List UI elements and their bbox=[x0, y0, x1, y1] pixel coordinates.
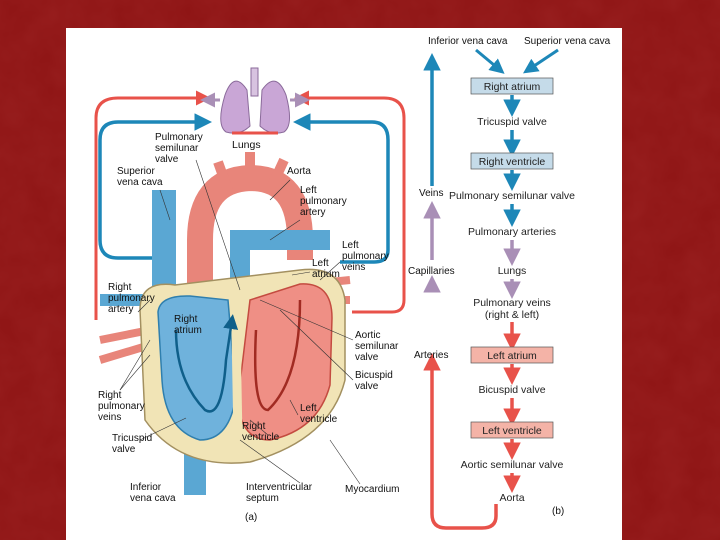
label-inferior-vena-cava: Inferior vena cava bbox=[130, 482, 176, 504]
label-right-pulmonary-artery: Right pulmonary artery bbox=[108, 282, 157, 315]
systemic-loop-left-blue bbox=[98, 113, 212, 260]
label-lungs: Lungs bbox=[232, 139, 261, 151]
label-interventricular-septum: Interventricular septum bbox=[246, 482, 315, 504]
systemic-loop-right-blue bbox=[293, 113, 390, 264]
flow-box-left-atrium bbox=[470, 346, 554, 364]
flow-box-right-ventricle bbox=[470, 152, 554, 170]
flow-step-aortic-semilunar-valve: Aortic semilunar valve bbox=[461, 459, 564, 471]
label-left-pulmonary-artery: Left pulmonary artery bbox=[300, 185, 349, 218]
panel-a bbox=[94, 67, 406, 495]
flow-step-bicuspid-valve: Bicuspid valve bbox=[478, 384, 545, 396]
interventricular-septum bbox=[231, 329, 243, 441]
systemic-loop-top-left-red bbox=[94, 90, 211, 320]
left-heart-chambers bbox=[237, 283, 333, 441]
label-tricuspid-valve: Tricuspid valve bbox=[112, 433, 155, 455]
flow-step-right-atrium: Right atrium bbox=[484, 81, 541, 93]
label-capillaries: Capillaries bbox=[408, 266, 455, 277]
left-heart-flow-arrow bbox=[253, 299, 302, 412]
label-bicuspid-valve: Bicuspid valve bbox=[355, 370, 396, 392]
label-aorta: Aorta bbox=[287, 166, 311, 177]
label-left-ventricle: Left ventricle bbox=[300, 403, 338, 425]
part-label-a: (a) bbox=[245, 512, 257, 523]
flow-step-pulmonary-semilunar-valve: Pulmonary semilunar valve bbox=[449, 190, 575, 202]
leader-lines bbox=[119, 159, 361, 485]
systemic-loop-right-red bbox=[294, 90, 406, 314]
flow-step-tricuspid-valve: Tricuspid valve bbox=[477, 116, 547, 128]
panel-b: Inferior vena cava Superior vena cava Ve… bbox=[408, 36, 611, 530]
label-inferior-vena-cava-b: Inferior vena cava bbox=[428, 36, 508, 47]
panel-a-labels: Lungs Pulmonary semilunar valve Aorta Su… bbox=[98, 132, 401, 523]
label-left-pulmonary-veins: Left pulmonary veins bbox=[342, 240, 391, 273]
label-veins: Veins bbox=[419, 188, 443, 199]
flow-step-aorta: Aorta bbox=[499, 492, 524, 504]
right-heart-flow-arrow bbox=[174, 314, 239, 413]
label-pulmonary-semilunar-valve: Pulmonary semilunar valve bbox=[155, 132, 206, 165]
label-right-pulmonary-veins: Right pulmonary veins bbox=[98, 390, 147, 423]
aorta-branches bbox=[213, 152, 289, 192]
flow-step-left-ventricle: Left ventricle bbox=[482, 425, 542, 437]
ivc-arrow bbox=[475, 48, 505, 74]
flow-step-pulmonary-veins-sub: (right & left) bbox=[485, 309, 539, 321]
trachea bbox=[250, 67, 259, 97]
label-arteries: Arteries bbox=[414, 350, 448, 361]
right-heart-chambers bbox=[157, 295, 237, 441]
flow-step-pulmonary-arteries: Pulmonary arteries bbox=[468, 226, 556, 238]
flow-step-pulmonary-veins: Pulmonary veins bbox=[473, 297, 551, 309]
label-right-atrium: Right atrium bbox=[174, 314, 202, 336]
flow-step-lungs: Lungs bbox=[498, 265, 527, 277]
label-myocardium: Myocardium bbox=[345, 484, 399, 495]
label-aortic-semilunar-valve: Aortic semilunar valve bbox=[355, 330, 401, 363]
label-right-ventricle: Right ventricle bbox=[242, 421, 280, 443]
part-label-b: (b) bbox=[552, 506, 564, 517]
flow-box-left-ventricle bbox=[470, 421, 554, 439]
flow-box-right-atrium bbox=[470, 77, 554, 95]
label-superior-vena-cava-b: Superior vena cava bbox=[524, 36, 611, 47]
svc-arrow bbox=[523, 48, 559, 74]
flow-step-right-ventricle: Right ventricle bbox=[479, 156, 546, 168]
loop-arteries bbox=[423, 353, 498, 530]
label-superior-vena-cava: Superior vena cava bbox=[117, 166, 163, 188]
lungs-illustration bbox=[200, 67, 310, 135]
flow-step-left-atrium: Left atrium bbox=[487, 350, 537, 362]
